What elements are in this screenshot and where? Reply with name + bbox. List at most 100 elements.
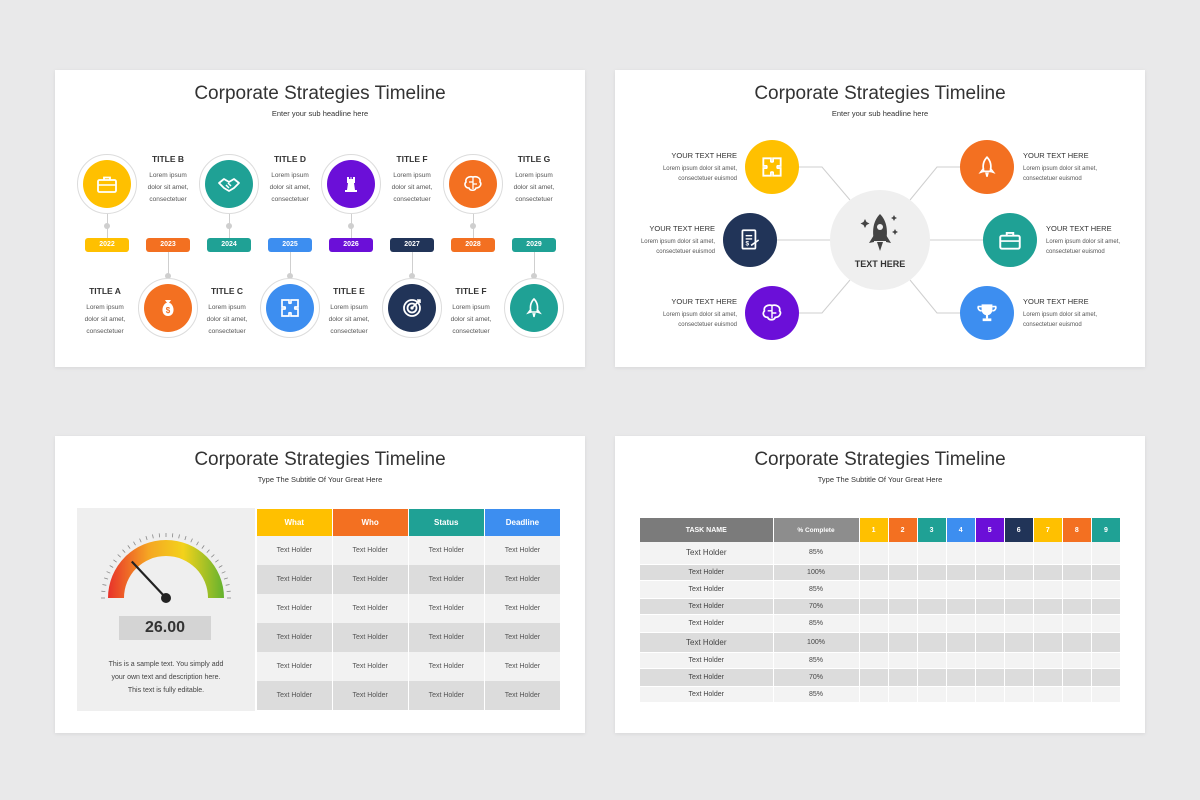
task-name-cell[interactable]: Text Holder [640,598,774,615]
timeline-node[interactable]: $ [138,278,198,338]
gantt-cell[interactable] [859,632,889,653]
gantt-cell[interactable] [1091,542,1122,565]
table-cell[interactable]: Text Holder [257,623,333,652]
gantt-cell[interactable] [1004,668,1034,687]
gantt-cell[interactable] [1062,686,1092,703]
gantt-cell[interactable] [975,580,1005,599]
table-cell[interactable]: Text Holder [408,565,485,594]
gantt-cell[interactable] [859,580,889,599]
gantt-cell[interactable] [859,564,889,581]
gantt-cell[interactable] [888,564,918,581]
slide-status-table[interactable]: Corporate Strategies Timeline Type The S… [55,436,585,733]
gantt-cell[interactable] [1004,542,1034,565]
table-cell[interactable]: Text Holder [257,565,333,594]
gantt-cell[interactable] [1004,652,1034,669]
table-cell[interactable]: Text Holder [484,652,562,681]
table-cell[interactable]: Text Holder [484,536,562,565]
pct-complete-cell[interactable]: 85% [773,652,860,669]
table-cell[interactable]: Text Holder [257,594,333,623]
gantt-cell[interactable] [917,564,947,581]
gantt-cell[interactable] [1033,598,1063,615]
gantt-cell[interactable] [1062,542,1092,565]
gantt-cell[interactable] [946,580,976,599]
gantt-cell[interactable] [975,614,1005,633]
gantt-cell[interactable] [1033,542,1063,565]
gantt-cell[interactable] [1091,632,1122,653]
gantt-cell[interactable] [946,564,976,581]
gantt-cell[interactable] [859,598,889,615]
gantt-cell[interactable] [859,668,889,687]
table-cell[interactable]: Text Holder [484,594,562,623]
gantt-cell[interactable] [888,686,918,703]
gantt-cell[interactable] [917,686,947,703]
gantt-cell[interactable] [917,598,947,615]
gantt-cell[interactable] [946,614,976,633]
table-cell[interactable]: Text Holder [332,652,409,681]
gantt-cell[interactable] [1091,668,1122,687]
table-cell[interactable]: Text Holder [408,623,485,652]
pct-complete-cell[interactable]: 85% [773,686,860,703]
gantt-cell[interactable] [1004,580,1034,599]
gantt-cell[interactable] [1091,580,1122,599]
gantt-cell[interactable] [1062,614,1092,633]
gantt-cell[interactable] [1091,598,1122,615]
gantt-cell[interactable] [888,632,918,653]
table-cell[interactable]: Text Holder [332,681,409,710]
table-cell[interactable]: Text Holder [257,536,333,565]
gantt-cell[interactable] [859,686,889,703]
gantt-cell[interactable] [1091,564,1122,581]
table-cell[interactable]: Text Holder [332,536,409,565]
timeline-node[interactable] [321,154,381,214]
table-cell[interactable]: Text Holder [408,681,485,710]
gantt-cell[interactable] [946,652,976,669]
timeline-node[interactable] [77,154,137,214]
gantt-cell[interactable] [975,686,1005,703]
mindmap-node[interactable] [983,213,1037,267]
task-name-cell[interactable]: Text Holder [640,686,774,703]
gantt-cell[interactable] [1033,580,1063,599]
table-cell[interactable]: Text Holder [332,623,409,652]
gantt-cell[interactable] [1004,614,1034,633]
gantt-cell[interactable] [946,542,976,565]
gantt-cell[interactable] [1091,652,1122,669]
gantt-cell[interactable] [1033,614,1063,633]
gantt-cell[interactable] [917,632,947,653]
table-cell[interactable]: Text Holder [332,594,409,623]
timeline-node[interactable] [443,154,503,214]
gantt-cell[interactable] [975,564,1005,581]
timeline-node[interactable] [504,278,564,338]
mindmap-node[interactable]: $ [723,213,777,267]
table-cell[interactable]: Text Holder [257,681,333,710]
timeline-node[interactable] [199,154,259,214]
gantt-cell[interactable] [888,614,918,633]
pct-complete-cell[interactable]: 100% [773,632,860,653]
gantt-cell[interactable] [888,668,918,687]
gantt-cell[interactable] [917,614,947,633]
pct-complete-cell[interactable]: 85% [773,542,860,565]
gantt-cell[interactable] [917,652,947,669]
gantt-cell[interactable] [1004,598,1034,615]
mindmap-node[interactable] [960,286,1014,340]
timeline-node[interactable] [382,278,442,338]
gantt-cell[interactable] [975,542,1005,565]
mindmap-node[interactable] [960,140,1014,194]
gantt-cell[interactable] [888,580,918,599]
gantt-cell[interactable] [888,652,918,669]
gantt-cell[interactable] [975,668,1005,687]
gantt-cell[interactable] [1062,668,1092,687]
gantt-cell[interactable] [1004,632,1034,653]
table-cell[interactable]: Text Holder [408,652,485,681]
gantt-cell[interactable] [1004,686,1034,703]
pct-complete-cell[interactable]: 70% [773,668,860,687]
timeline-node[interactable] [260,278,320,338]
table-cell[interactable]: Text Holder [484,681,562,710]
slide-gantt-table[interactable]: Corporate Strategies Timeline Type The S… [615,436,1145,733]
gantt-cell[interactable] [1062,564,1092,581]
gantt-cell[interactable] [1033,686,1063,703]
gantt-cell[interactable] [859,542,889,565]
gantt-cell[interactable] [946,668,976,687]
task-name-cell[interactable]: Text Holder [640,564,774,581]
gantt-cell[interactable] [946,632,976,653]
pct-complete-cell[interactable]: 70% [773,598,860,615]
gantt-cell[interactable] [946,686,976,703]
